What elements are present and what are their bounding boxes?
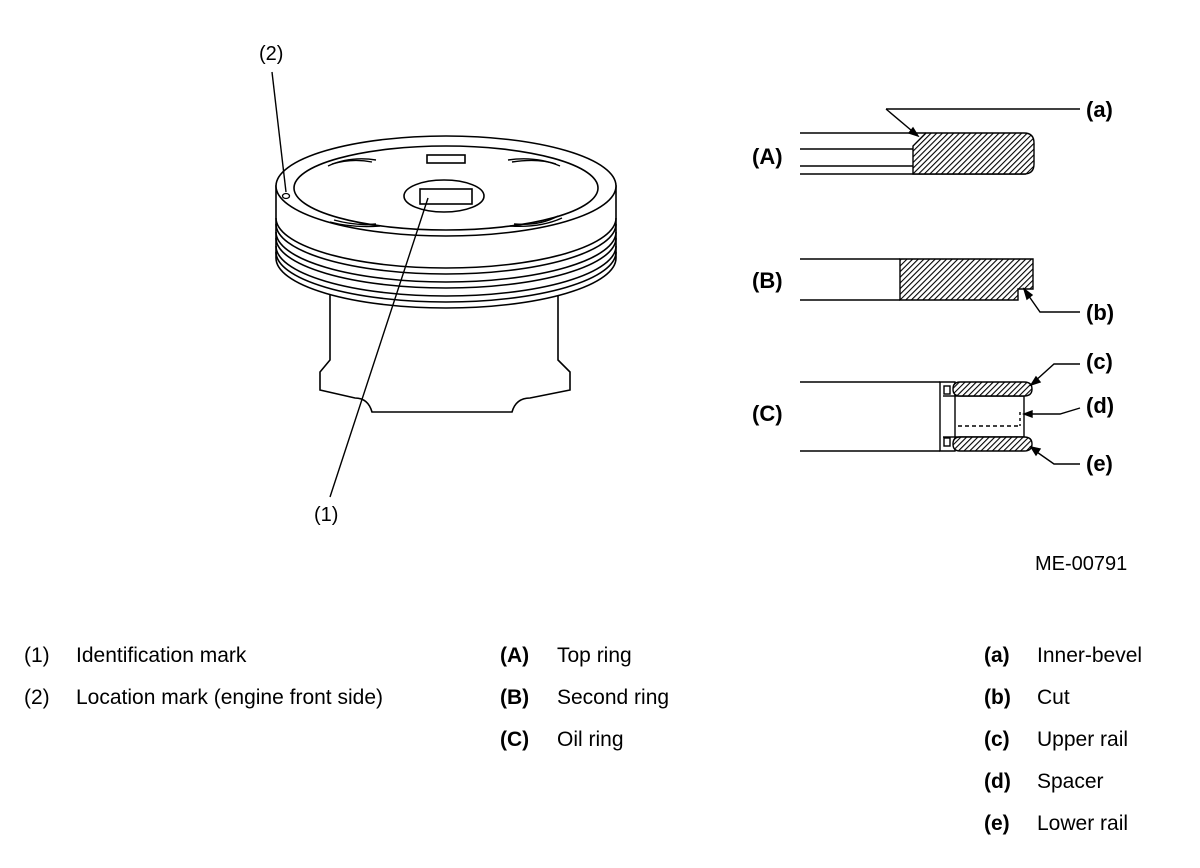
legend-key: (C) — [500, 728, 530, 751]
identification-mark — [419, 188, 473, 205]
leader-two — [271, 71, 287, 193]
piston-leaders — [271, 71, 429, 498]
callout-A: (A) — [752, 144, 783, 169]
legend-key: (A) — [500, 644, 530, 667]
top-ring-body — [912, 132, 1035, 175]
callout-two: (2) — [259, 43, 283, 65]
oil-ring-lower-rail — [952, 436, 1033, 452]
legend-details: (a) Inner-bevel (b) Cut (c) Upper rail (… — [984, 642, 1184, 852]
legend-key: (b) — [984, 686, 1011, 709]
legend-item-identification-mark: (1) Identification mark — [24, 642, 464, 684]
legend-text: Inner-bevel — [1037, 644, 1143, 667]
leader-one — [329, 197, 429, 498]
legend-item-location-mark: (2) Location mark (engine front side) — [24, 684, 464, 726]
crown-slot — [426, 154, 466, 164]
legend-item-upper-rail: (c) Upper rail — [984, 726, 1184, 768]
oil-ring-section — [800, 363, 1081, 465]
legend-key: (2) — [24, 686, 50, 709]
legend-item-cut: (b) Cut — [984, 684, 1184, 726]
figure-code: ME-00791 — [1035, 553, 1127, 575]
legend-rings: (A) Top ring (B) Second ring (C) Oil rin… — [500, 642, 760, 768]
callout-b: (b) — [1086, 300, 1114, 325]
legend-item-inner-bevel: (a) Inner-bevel — [984, 642, 1184, 684]
legend-item-oil-ring: (C) Oil ring — [500, 726, 760, 768]
legend-item-top-ring: (A) Top ring — [500, 642, 760, 684]
legend-item-lower-rail: (e) Lower rail — [984, 810, 1184, 852]
legend-key: (B) — [500, 686, 530, 709]
legend-key: (d) — [984, 770, 1011, 793]
legend-text: Oil ring — [557, 728, 624, 751]
legend-text: Spacer — [1037, 770, 1104, 793]
legend-numbered: (1) Identification mark (2) Location mar… — [24, 642, 464, 726]
legend-text: Lower rail — [1037, 812, 1129, 835]
legend-key: (1) — [24, 644, 50, 667]
callout-a: (a) — [1086, 97, 1113, 122]
legend-key: (c) — [984, 728, 1010, 751]
callout-e: (e) — [1086, 451, 1113, 476]
oil-ring-upper-rail — [952, 381, 1033, 397]
callout-B: (B) — [752, 268, 783, 293]
legend-key: (e) — [984, 812, 1010, 835]
callout-d: (d) — [1086, 393, 1114, 418]
oil-ring-spacer — [939, 381, 956, 452]
legend-item-spacer: (d) Spacer — [984, 768, 1184, 810]
ring-grooves — [275, 217, 617, 303]
legend-text: Second ring — [557, 686, 670, 709]
location-mark — [281, 192, 291, 200]
legend-text: Identification mark — [76, 644, 247, 667]
legend-item-second-ring: (B) Second ring — [500, 684, 760, 726]
top-ring-section — [800, 108, 1080, 175]
callout-C: (C) — [752, 401, 783, 426]
piston-illustration — [275, 135, 617, 413]
legend-key: (a) — [984, 644, 1010, 667]
legend-text: Upper rail — [1037, 728, 1129, 751]
second-ring-body — [899, 258, 1034, 301]
second-ring-section — [800, 258, 1080, 313]
callout-c: (c) — [1086, 349, 1113, 374]
legend-text: Cut — [1037, 686, 1070, 709]
legend-text: Location mark (engine front side) — [76, 686, 383, 709]
piston-crown-inner — [293, 145, 599, 231]
callout-one: (1) — [314, 504, 338, 526]
legend-text: Top ring — [557, 644, 632, 667]
valve-reliefs — [327, 158, 563, 228]
piston-skirt — [319, 291, 571, 413]
